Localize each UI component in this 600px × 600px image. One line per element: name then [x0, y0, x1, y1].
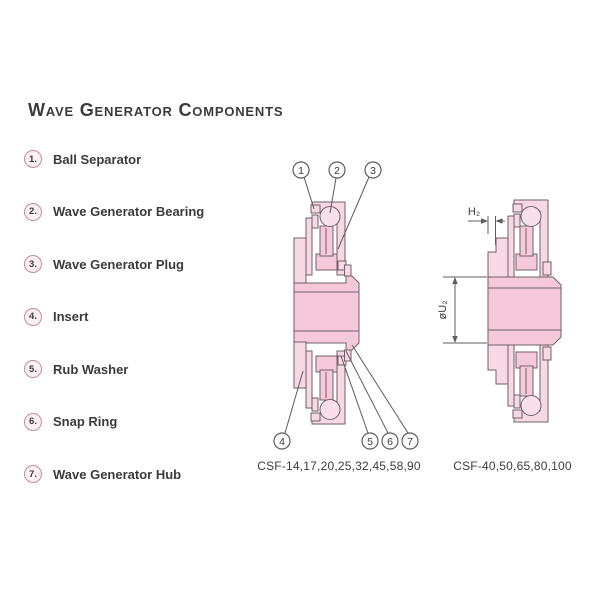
bearing-ball-upper: [319, 206, 341, 227]
legend-item-label: Wave Generator Bearing: [53, 204, 205, 219]
cross-section-small: [293, 201, 360, 425]
callout-5: 5: [361, 432, 379, 450]
flange-upper-shape: [487, 237, 511, 278]
svg-text:3: 3: [370, 165, 376, 177]
legend-item: 3. Wave Generator Plug: [24, 255, 204, 273]
snap-ring-lower: [542, 346, 552, 361]
callout-4: 4: [273, 432, 291, 450]
legend-item: 2. Wave Generator Bearing: [24, 202, 205, 221]
ball-separator-upper: [310, 204, 321, 214]
callout-leaders: [284, 176, 409, 434]
svg-text:2: 2: [334, 165, 340, 177]
bearing-ball-lower: [319, 399, 341, 420]
legend-item: 5. Rub Washer: [24, 360, 204, 378]
flange-lower-shape: [487, 344, 511, 385]
legend-item: 1. Ball Separator: [24, 150, 204, 168]
dimension-label-u2: øU₂: [437, 301, 449, 320]
diagram-csf-large: H₂ øU₂: [437, 199, 562, 423]
legend-item-label: Insert: [53, 309, 89, 324]
legend-item-label: Wave Generator Hub: [53, 466, 182, 482]
callout-1: 1: [292, 161, 310, 179]
legend-item-label: Rub Washer: [53, 361, 129, 377]
page-title: Wave Generator Components: [28, 100, 284, 120]
callout-6: 6: [381, 432, 399, 450]
cross-section-large: [487, 199, 562, 423]
svg-text:4: 4: [279, 436, 285, 448]
diagram-caption-left: CSF-14,17,20,25,32,45,58,90: [257, 459, 421, 473]
callout-3: 3: [364, 161, 382, 179]
wave-generator-hub: [293, 275, 360, 351]
legend-number-badge: 5.: [24, 360, 42, 378]
diagram-csf-small: 1 2 3 4 5 6 7: [273, 161, 419, 450]
legend-item-label: Wave Generator Plug: [53, 256, 184, 272]
legend-item: 4. Insert: [24, 307, 204, 326]
legend-number-badge: 3.: [24, 255, 42, 273]
bearing-ball-upper: [520, 206, 542, 227]
legend-item-label: Snap Ring: [53, 414, 118, 429]
legend-number-badge: 7.: [24, 465, 42, 483]
svg-text:1: 1: [298, 165, 304, 177]
dimension-label-h2: H₂: [468, 206, 480, 218]
insert-upper-shape: [293, 237, 307, 285]
legend-item: 7. Wave Generator Hub: [24, 465, 204, 483]
snap-ring-upper: [542, 261, 552, 276]
svg-text:6: 6: [387, 436, 393, 448]
legend-item: 6. Snap Ring: [24, 412, 204, 431]
callout-2: 2: [328, 161, 346, 179]
svg-text:5: 5: [367, 436, 373, 448]
legend-item-label: Ball Separator: [53, 151, 142, 167]
legend-number-badge: 4.: [24, 307, 42, 326]
svg-text:7: 7: [407, 436, 413, 448]
legend-number-badge: 2.: [24, 202, 42, 221]
snap-ring-upper: [344, 264, 352, 277]
dimension-h2: H₂: [468, 206, 505, 245]
callout-7: 7: [401, 432, 419, 450]
wave-generator-hub: [487, 276, 562, 346]
legend-number-badge: 1.: [24, 150, 42, 168]
component-legend: 1. Ball Separator 2. Wave Generator Bear…: [24, 150, 204, 518]
dimension-u2: øU₂: [437, 276, 487, 344]
legend-number-badge: 6.: [24, 412, 42, 431]
bearing-ball-lower: [520, 395, 542, 416]
ball-separator-upper: [512, 203, 523, 213]
diagram-caption-right: CSF-40,50,65,80,100: [453, 459, 572, 473]
